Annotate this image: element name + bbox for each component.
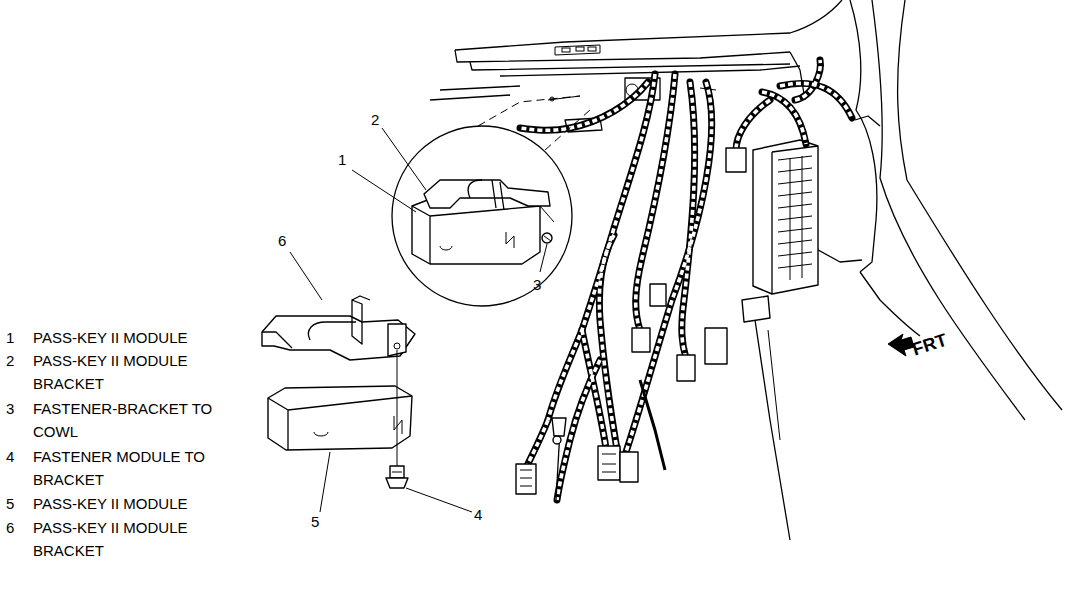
part-name: PASS-KEY II MODULE BRACKET (33, 516, 213, 562)
fuse-block (742, 140, 818, 322)
callout-number: 3 (533, 276, 541, 294)
part-name: PASS-KEY II MODULE (33, 326, 213, 349)
legend-number: 6 (6, 516, 14, 539)
part-name: FASTENER MODULE TO BRACKET (33, 445, 213, 491)
callout-number: 5 (311, 513, 319, 531)
legend-number: 2 (6, 349, 14, 372)
callout-number: 4 (474, 506, 482, 524)
direction-label: FRT (910, 330, 949, 360)
legend-number: 4 (6, 445, 14, 468)
legend-number: 1 (6, 326, 14, 349)
connector (516, 148, 746, 494)
exploded-view (262, 296, 415, 488)
legend-number: 3 (6, 397, 14, 420)
detail-view (392, 96, 590, 306)
callout-number: 6 (278, 232, 286, 250)
callout-number: 1 (338, 151, 346, 169)
cowl-panel (430, 0, 1062, 540)
part-name: PASS-KEY II MODULE BRACKET (33, 349, 213, 395)
part-name: PASS-KEY II MODULE (33, 492, 213, 515)
wiring-harness (520, 60, 852, 500)
legend-number: 5 (6, 492, 14, 515)
callout-number: 2 (371, 111, 379, 129)
part-name: FASTENER-BRACKET TO COWL (33, 397, 213, 443)
leader-line (290, 128, 547, 512)
front-arrow (888, 334, 914, 356)
